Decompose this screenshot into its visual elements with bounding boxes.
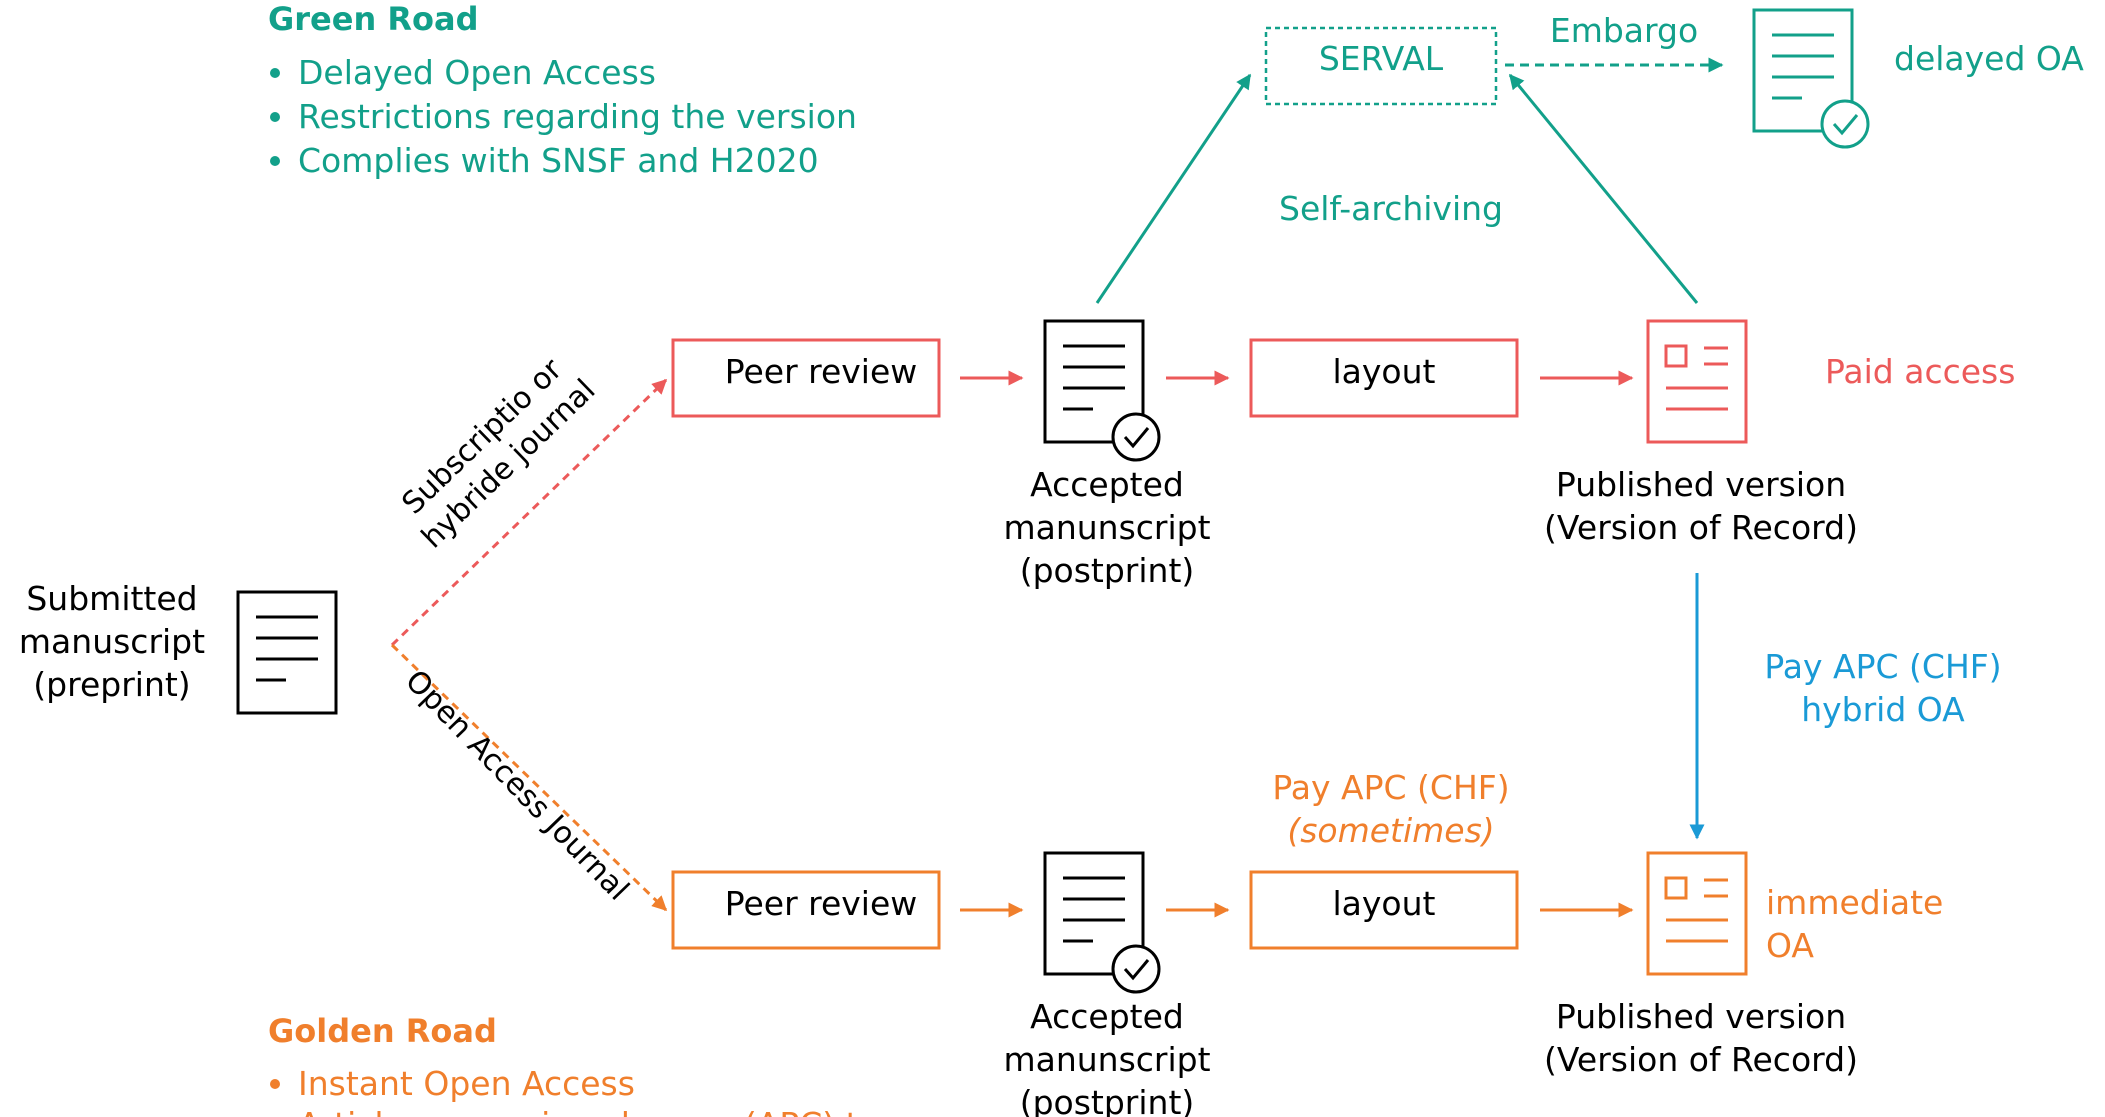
layout-box: [1249, 338, 1519, 418]
published-label-line: Published version: [1556, 997, 1846, 1036]
delayed-oa-document-icon: [1752, 8, 1870, 149]
accepted-label-line: (postprint): [1020, 1083, 1195, 1117]
bullet: [270, 112, 280, 122]
bullet: [270, 1079, 280, 1089]
golden-road-legend: Golden Road Instant Open Access Article …: [268, 1012, 950, 1117]
subscription-path-arrow: [390, 378, 668, 647]
peer-review-box: [671, 870, 941, 950]
golden-road-title: Golden Road: [268, 1012, 497, 1050]
golden-road-bullet: Article processing charges (APC) to pay: [298, 1105, 950, 1117]
immediate-oa-label-line: immediate: [1766, 883, 1943, 922]
published-document-icon: [1646, 851, 1748, 976]
self-archiving-arrow-accepted: [1095, 73, 1252, 304]
document-icon: [236, 590, 338, 715]
accepted-label-line: manunscript: [1003, 508, 1210, 547]
green-track: SERVAL Embargo delayed OA Self-archiving: [1095, 8, 2084, 304]
green-road-bullet: Restrictions regarding the version: [298, 97, 857, 136]
accepted-label-line: manunscript: [1003, 1040, 1210, 1079]
hybrid-oa: Pay APC (CHF) hybrid OA: [1689, 573, 2002, 840]
subscription-path-label: Subscriptio or hybride journal: [395, 352, 602, 556]
open-access-path-arrow: [390, 643, 668, 912]
self-archiving-arrow-published: [1508, 73, 1699, 304]
submitted-label-line: Submitted: [26, 579, 197, 618]
green-road-legend: Green Road Delayed Open Access Restricti…: [268, 0, 857, 180]
published-label-line: (Version of Record): [1544, 508, 1858, 547]
accepted-label-line: Accepted: [1030, 465, 1184, 504]
peer-review-label: Peer review: [725, 884, 918, 923]
submitted-label-line: manuscript: [19, 622, 205, 661]
accepted-label-line: Accepted: [1030, 997, 1184, 1036]
layout-label: layout: [1333, 884, 1436, 923]
bottom-row: Peer review Accepted manunscript (postpr…: [671, 768, 1943, 1117]
golden-road-bullet: Instant Open Access: [298, 1064, 635, 1103]
green-road-bullet: Delayed Open Access: [298, 53, 656, 92]
open-access-path-label: Open Access Journal: [398, 663, 636, 907]
serval-label: SERVAL: [1319, 39, 1444, 78]
self-archiving-label: Self-archiving: [1279, 189, 1503, 228]
published-document-icon: [1646, 319, 1748, 444]
accepted-document-icon: [1043, 851, 1161, 994]
hybrid-oa-label-line: hybrid OA: [1801, 690, 1965, 729]
green-road-title: Green Road: [268, 0, 479, 38]
hybrid-oa-label-line: Pay APC (CHF): [1764, 647, 2001, 686]
peer-review-label: Peer review: [725, 352, 918, 391]
accepted-document-icon: [1043, 319, 1161, 462]
bullet: [270, 68, 280, 78]
immediate-oa-label-line: OA: [1766, 926, 1814, 965]
layout-label: layout: [1333, 352, 1436, 391]
layout-box: [1249, 870, 1519, 950]
published-label-line: (Version of Record): [1544, 1040, 1858, 1079]
submitted-label-line: (preprint): [33, 665, 190, 704]
open-access-label: Open Access Journal: [398, 663, 636, 907]
paid-access-label: Paid access: [1825, 352, 2015, 391]
embargo-label: Embargo: [1550, 11, 1698, 50]
apc-note-label: (sometimes): [1287, 811, 1494, 850]
submitted-manuscript: Submitted manuscript (preprint): [19, 579, 338, 715]
top-row: Peer review Accepted manunscript (postpr…: [671, 319, 2015, 590]
delayed-oa-label: delayed OA: [1894, 39, 2084, 78]
accepted-label-line: (postprint): [1020, 551, 1195, 590]
published-label-line: Published version: [1556, 465, 1846, 504]
apc-label: Pay APC (CHF): [1272, 768, 1509, 807]
peer-review-box: [671, 338, 941, 418]
bullet: [270, 156, 280, 166]
green-road-bullet: Complies with SNSF and H2020: [298, 141, 819, 180]
